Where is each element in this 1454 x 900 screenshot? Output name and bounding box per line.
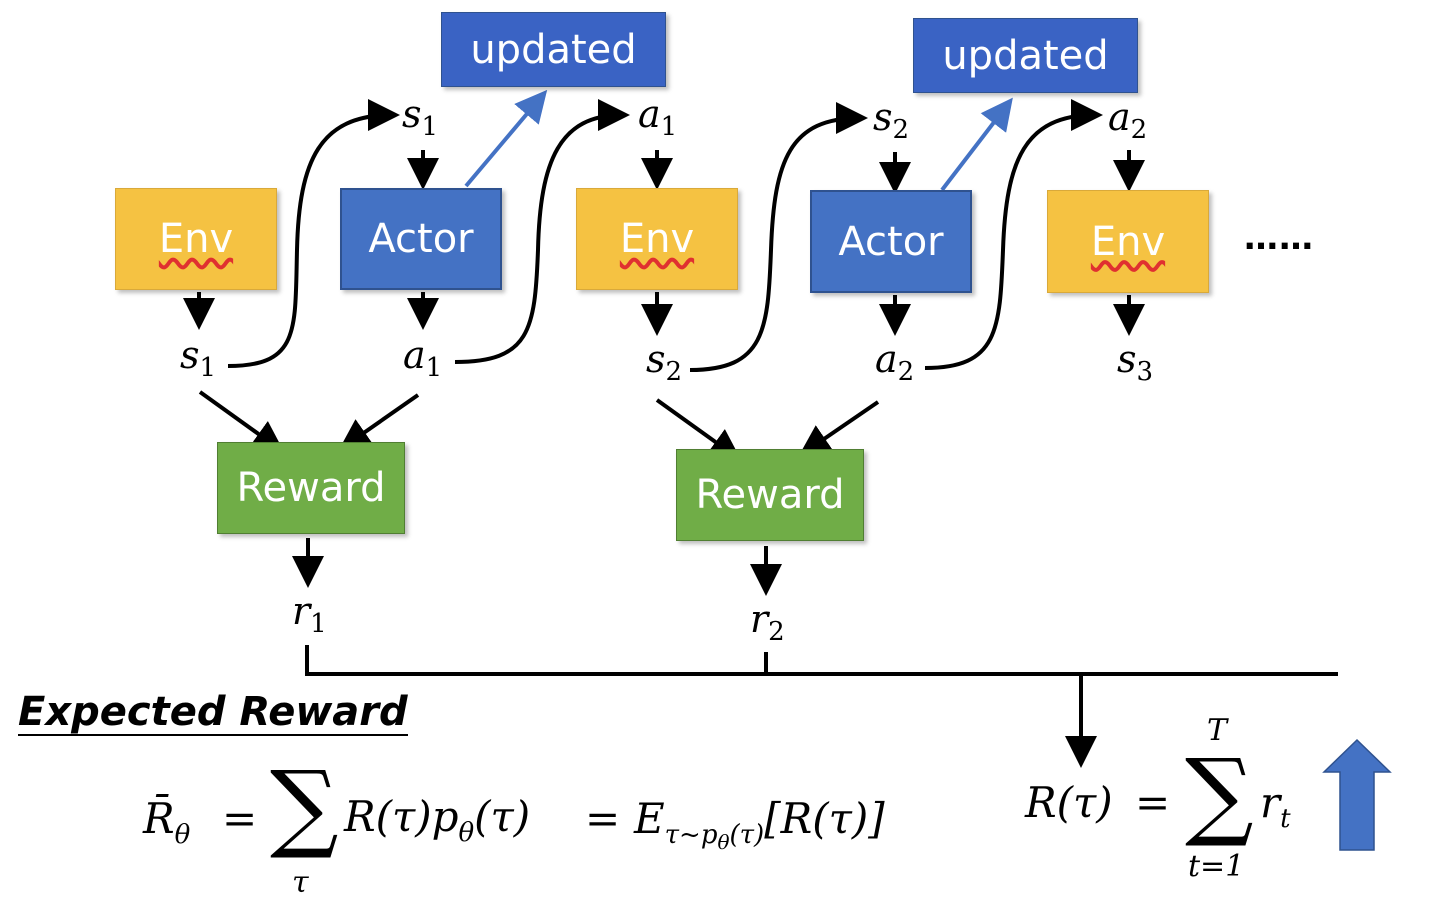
env-label-1: Env <box>158 216 234 262</box>
formula-sigma-upper: T <box>1207 713 1228 748</box>
var-a2-top: a2 <box>1108 95 1148 145</box>
var-s1-bottom: s1 <box>180 333 217 383</box>
reward-box-1: Reward <box>217 442 405 534</box>
arrow-a2-reward2 <box>798 400 880 457</box>
updated-label-1: updated <box>470 26 637 73</box>
formula-eq2: = <box>585 794 621 843</box>
formula-R-tau: R(τ) <box>1025 778 1113 827</box>
formula-rbar: R̄θ <box>143 794 191 850</box>
curve-a1-to-a1 <box>454 99 630 364</box>
reward-label-2: Reward <box>695 472 845 518</box>
reward-label-1: Reward <box>236 465 386 511</box>
env-box-1: Env <box>115 188 277 290</box>
formula-sigma-lower: t=1 <box>1188 849 1245 884</box>
env-label-3: Env <box>1090 218 1166 265</box>
formula-sigma-left-sub: τ <box>292 865 309 900</box>
var-a1-top: a1 <box>638 92 678 142</box>
arrow-s2-reward2 <box>655 398 742 461</box>
formula-eq1: = <box>222 794 258 843</box>
increase-arrow-icon <box>1322 738 1392 851</box>
curve-s2-to-s2 <box>689 102 868 372</box>
expected-reward-heading: Expected Reward <box>18 689 408 736</box>
var-s2-top: s2 <box>873 95 910 145</box>
updated-label-2: updated <box>942 32 1109 79</box>
formula-term: R(τ)pθ(τ) <box>344 792 531 848</box>
actor-label-1: Actor <box>368 216 474 262</box>
formula-r-t: rt <box>1260 778 1291 834</box>
arrow-actor1-updated1 <box>464 89 548 188</box>
var-a1-bottom: a1 <box>403 333 443 383</box>
var-s3: s3 <box>1117 337 1154 387</box>
continuation-ellipsis: …… <box>1244 218 1314 258</box>
updated-box-1: updated <box>441 12 666 87</box>
formula-sigma-left: ∑ <box>270 750 339 862</box>
formula-eq-right: = <box>1135 778 1171 827</box>
var-r2: r2 <box>750 597 785 647</box>
var-s2-bottom: s2 <box>646 337 683 387</box>
curve-s1-to-s1 <box>227 99 400 368</box>
formula-expectation: Eτ~pθ(τ)[R(τ)] <box>634 794 885 854</box>
arrow-s1-reward1 <box>198 390 285 453</box>
env-box-3: Env <box>1047 190 1209 293</box>
formula-sigma-right: ∑ <box>1185 738 1254 850</box>
env-box-2: Env <box>576 188 738 290</box>
var-s1-top: s1 <box>402 92 439 142</box>
curve-a2-to-a2 <box>924 99 1103 370</box>
var-a2-bottom: a2 <box>875 337 915 387</box>
arrow-actor2-updated2 <box>940 97 1013 192</box>
env-label-2: Env <box>619 216 695 262</box>
actor-label-2: Actor <box>838 218 944 265</box>
actor-box-2: Actor <box>810 190 972 293</box>
var-r1: r1 <box>292 589 327 639</box>
reward-box-2: Reward <box>676 449 864 541</box>
actor-box-1: Actor <box>340 188 502 290</box>
updated-box-2: updated <box>913 18 1138 93</box>
arrow-a1-reward1 <box>338 393 420 451</box>
